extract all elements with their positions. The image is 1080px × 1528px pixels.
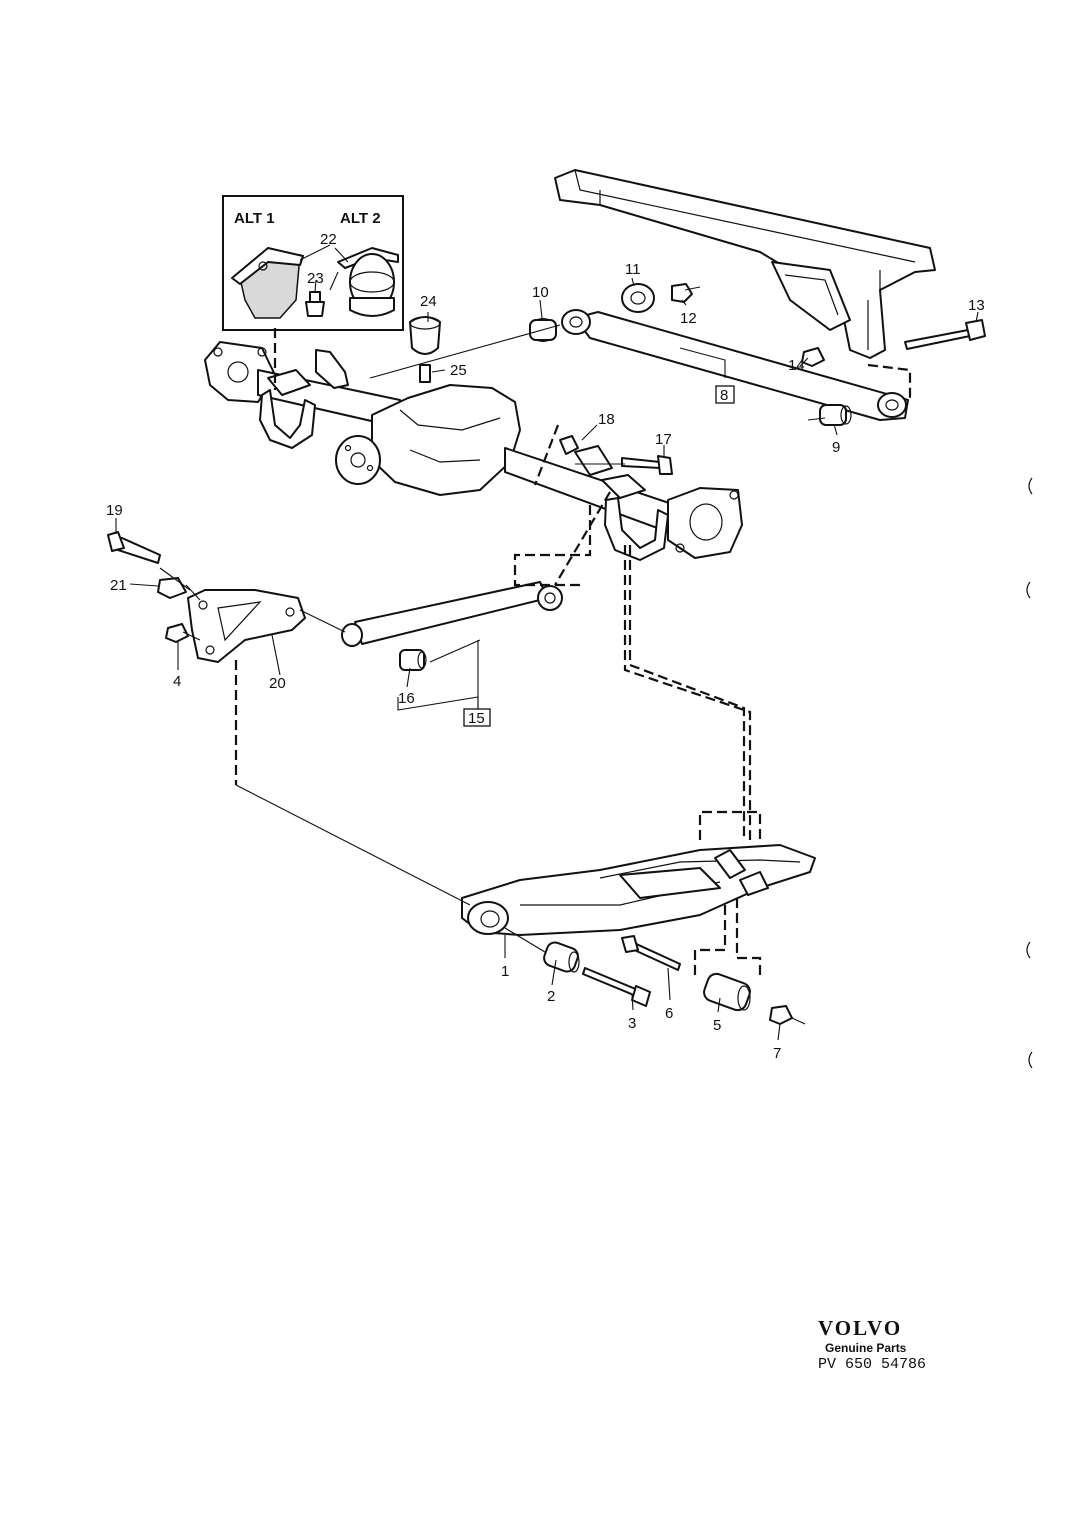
part-label-4: 4 <box>173 673 181 690</box>
part-number-labels: 1 2 3 4 5 6 7 8 9 10 11 12 13 14 15 16 1… <box>106 231 985 1062</box>
alternatives-inset: ALT 1 ALT 2 <box>222 195 404 331</box>
alt-2-label: ALT 2 <box>340 210 381 227</box>
assembly-lines <box>159 271 826 1025</box>
upper-bolts <box>559 435 673 475</box>
part-label-12: 12 <box>680 310 697 327</box>
leader-lines <box>115 244 979 1041</box>
part-label-14: 14 <box>788 357 805 374</box>
dashed-relations <box>234 328 912 980</box>
part-label-22: 22 <box>320 231 337 248</box>
brand-subtitle: Genuine Parts <box>825 1341 907 1355</box>
part-label-3: 3 <box>628 1015 636 1032</box>
torque-rod <box>529 283 986 426</box>
rear-axle <box>204 341 743 561</box>
part-15-box <box>463 708 491 727</box>
part-label-25: 25 <box>450 362 467 379</box>
alt-1-label: ALT 1 <box>234 210 275 227</box>
part-label-5: 5 <box>713 1017 721 1034</box>
part-label-11: 11 <box>625 261 641 278</box>
part-label-8: 8 <box>720 387 728 404</box>
part-label-13: 13 <box>968 297 985 314</box>
part-8-box <box>715 385 735 404</box>
part-label-7: 7 <box>773 1045 781 1062</box>
bracket-assembly <box>107 531 306 663</box>
part-label-6: 6 <box>665 1005 673 1022</box>
part-label-21: 21 <box>110 577 127 594</box>
document-number: PV 650 54786 <box>818 1356 927 1373</box>
part-label-23: 23 <box>307 270 324 287</box>
part-label-18: 18 <box>598 411 615 428</box>
part-label-16: 16 <box>398 690 415 707</box>
bump-stop <box>409 316 441 383</box>
track-rod <box>341 581 563 671</box>
part-label-2: 2 <box>547 988 555 1005</box>
part-label-17: 17 <box>655 431 672 448</box>
part-label-9: 9 <box>832 439 840 456</box>
part-label-24: 24 <box>420 293 437 310</box>
trailing-arm <box>461 844 816 1025</box>
frame-member <box>554 169 936 359</box>
part-label-10: 10 <box>532 284 549 301</box>
part-label-19: 19 <box>106 502 123 519</box>
part-label-1: 1 <box>501 963 509 980</box>
binder-hole-marks <box>1026 477 1033 1069</box>
part-label-15: 15 <box>468 710 485 727</box>
part-label-20: 20 <box>269 675 286 692</box>
brand-logo: VOLVO <box>818 1316 903 1340</box>
